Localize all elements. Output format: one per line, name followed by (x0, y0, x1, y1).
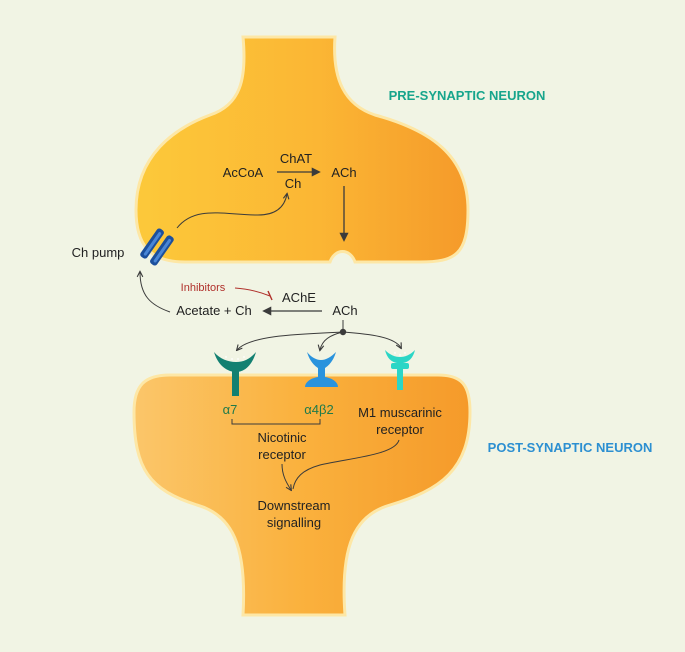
alpha7-label: α7 (223, 402, 238, 417)
choline-recycle-arrow (140, 272, 171, 313)
nicotinic-label-line2: receptor (258, 447, 306, 462)
ch-label-pre: Ch (285, 176, 302, 191)
pre-synaptic-neuron (134, 35, 470, 264)
nicotinic-label-line1: Nicotinic (257, 430, 307, 445)
ach-cleft-label: ACh (332, 303, 357, 318)
acetate-ch-label: Acetate + Ch (176, 303, 252, 318)
choline-uptake-arrow (176, 194, 287, 229)
post-synaptic-body (132, 373, 472, 617)
inhibition-line (234, 287, 271, 297)
m1-label-line2: receptor (376, 422, 424, 437)
downstream-label-line2: signalling (267, 515, 321, 530)
inhibitors-label: Inhibitors (181, 282, 226, 294)
alpha4beta2-receptor-icon (305, 352, 338, 387)
m1-receptor-icon (385, 350, 415, 390)
post-synaptic-title: POST-SYNAPTIC NEURON (488, 440, 653, 455)
inhibition-bar (267, 290, 273, 301)
choline-transporter-icon (140, 228, 174, 266)
post-synaptic-neuron (132, 373, 472, 617)
a4b2-label: α4β2 (304, 402, 333, 417)
ach-binding-arrows (237, 320, 401, 350)
ch-pump-label: Ch pump (72, 245, 125, 260)
nicotinic-bracket (231, 419, 321, 425)
pre-synaptic-body (134, 35, 470, 264)
alpha7-receptor-icon (214, 352, 256, 396)
accoa-label: AcCoA (223, 165, 264, 180)
m1-label-line1: M1 muscarinic (358, 405, 442, 420)
chat-label: ChAT (280, 151, 312, 166)
downstream-label-line1: Downstream (258, 498, 331, 513)
ache-label: AChE (282, 290, 316, 305)
pre-synaptic-title: PRE-SYNAPTIC NEURON (389, 88, 546, 103)
muscarinic-signal-arrow (292, 439, 400, 490)
nicotinic-signal-arrow (281, 463, 291, 490)
ach-label-pre: ACh (331, 165, 356, 180)
